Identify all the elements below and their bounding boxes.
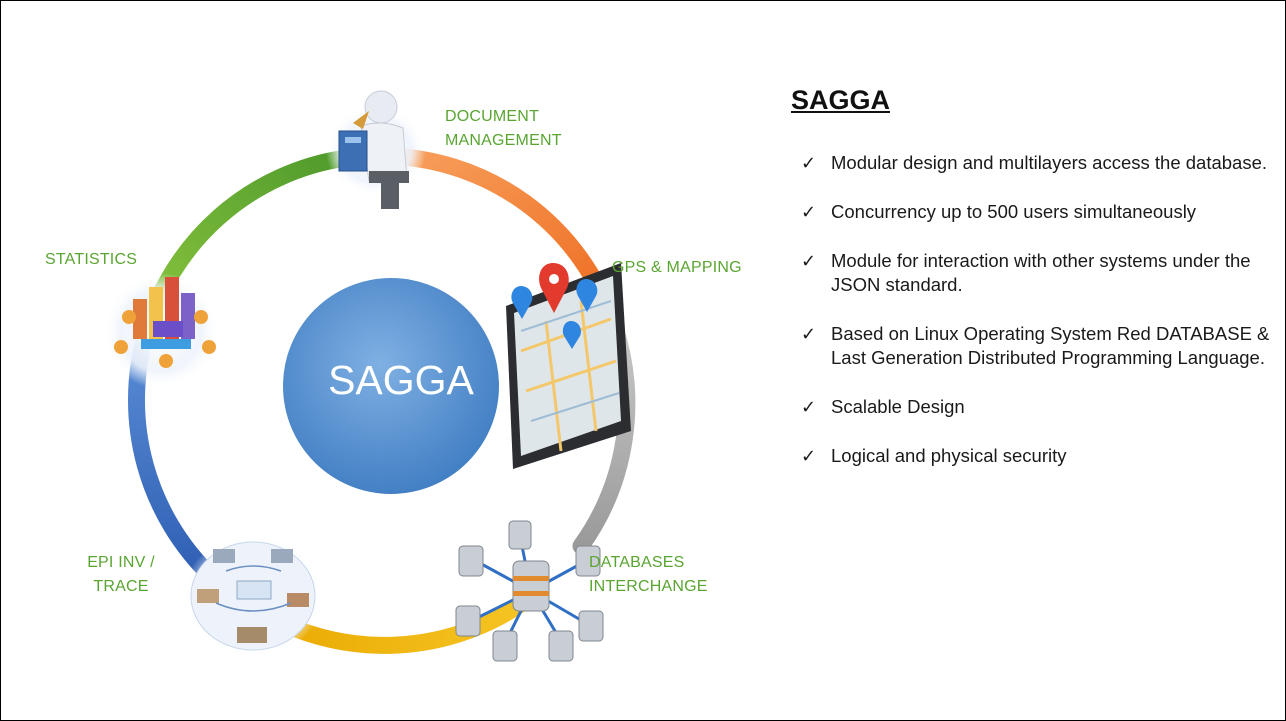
statistics-meeting-icon	[103, 273, 219, 389]
feature-text: Concurrency up to 500 users simultaneous…	[831, 201, 1197, 222]
checkmark-icon: ✓	[801, 251, 817, 271]
module-label-line: DATABASES INTERCHANGE	[589, 554, 708, 595]
map-pin-icon	[506, 263, 631, 469]
module-label-document-management: DOCUMENT MANAGEMENT	[445, 105, 562, 153]
module-label-statistics: STATISTICS	[45, 249, 137, 271]
checkmark-icon: ✓	[801, 397, 817, 417]
module-label-line: EPI INV / TRACE	[87, 554, 155, 595]
feature-text: Modular design and multilayers access th…	[831, 152, 1268, 173]
module-label-line: DOCUMENT MANAGEMENT	[445, 108, 562, 149]
feature-item: ✓ Concurrency up to 500 users simultaneou…	[801, 200, 1271, 224]
feature-text: Module for interaction with other system…	[831, 250, 1251, 295]
database-network-icon	[455, 520, 604, 662]
module-label-databases-interchange: DATABASES INTERCHANGE	[589, 551, 708, 599]
feature-item: ✓ Modular design and multilayers access t…	[801, 151, 1271, 175]
checkmark-icon: ✓	[801, 446, 817, 466]
feature-item: ✓ Module for interaction with other syste…	[801, 249, 1271, 297]
center-circle	[283, 278, 499, 494]
feature-text: Scalable Design	[831, 396, 965, 417]
feature-text: Based on Linux Operating System Red DATA…	[831, 323, 1270, 368]
feature-text: Logical and physical security	[831, 445, 1067, 466]
checkmark-icon: ✓	[801, 324, 817, 344]
feature-item: ✓ Based on Linux Operating System Red DAT…	[801, 322, 1271, 370]
feature-item: ✓ Logical and physical security	[801, 444, 1271, 468]
panel-title: SAGGA	[791, 85, 891, 115]
checkmark-icon: ✓	[801, 202, 817, 222]
module-label-line: STATISTICS	[45, 251, 138, 268]
feature-list: ✓ Modular design and multilayers access t…	[801, 151, 1271, 493]
center-label: SAGGA	[328, 357, 474, 403]
module-label-line: GPS & MAPPING	[612, 259, 742, 276]
document-management-icon	[326, 90, 426, 209]
checkmark-icon: ✓	[801, 153, 817, 173]
cycle-diagram	[103, 90, 636, 662]
module-label-epi-inv-trace: EPI INV / TRACE	[81, 551, 161, 599]
feature-item: ✓ Scalable Design	[801, 395, 1271, 419]
trace-diagram-icon	[183, 534, 323, 658]
module-label-gps-mapping: GPS & MAPPING	[612, 257, 742, 279]
